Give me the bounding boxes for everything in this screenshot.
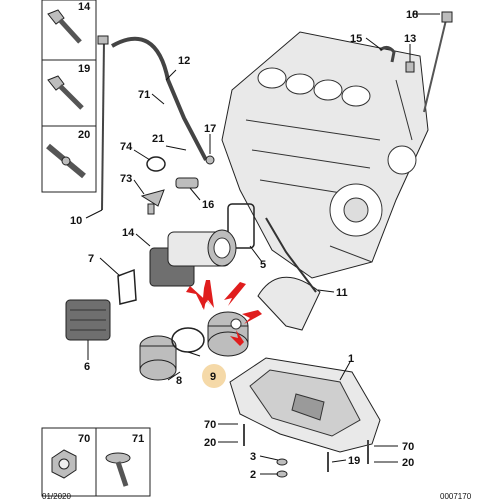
callout-2: 2 (250, 469, 256, 481)
callout-highlight (202, 364, 226, 388)
callout-8: 8 (176, 375, 182, 387)
footer-date: 01/2020 (42, 492, 71, 500)
callout-71: 71 (138, 89, 150, 101)
leader-lines (85, 13, 440, 475)
callout-74: 74 (120, 141, 133, 153)
fastener-legend-bottom: 70 71 (41, 427, 151, 497)
callout-20-left: 20 (204, 437, 216, 449)
gasket-7 (117, 268, 137, 305)
callout-3: 3 (250, 451, 256, 463)
callout-16: 16 (202, 199, 214, 211)
legend-label-19: 19 (78, 63, 90, 75)
funnel-73 (140, 189, 165, 215)
legend-label-71: 71 (132, 433, 144, 445)
screw-icon (47, 9, 82, 44)
callout-12: 12 (178, 55, 190, 67)
dipstick-long (423, 11, 453, 113)
filter-cap (207, 311, 249, 357)
sensor-16 (175, 177, 199, 189)
plug-13 (405, 61, 415, 73)
clip-15 (379, 45, 396, 63)
callout-13: 13 (404, 33, 416, 45)
dipstick-tube (97, 35, 208, 211)
callout-70-left: 70 (204, 419, 216, 431)
stud-icon (46, 143, 86, 179)
pan-bolts (243, 424, 369, 478)
highlight-arrows (186, 280, 262, 346)
oil-pan (229, 357, 381, 453)
bolt-icon (47, 75, 84, 110)
engine-block (221, 31, 429, 279)
callout-labels: 18 15 13 12 71 21 17 74 73 16 10 14 7 5 … (70, 9, 418, 481)
legend-label-70: 70 (78, 433, 90, 445)
callout-1: 1 (348, 353, 354, 365)
fastener-legend-top: 14 19 20 (41, 0, 97, 193)
filter-element-8 (139, 327, 205, 381)
callout-18: 18 (406, 9, 418, 21)
callout-19-bottom: 19 (348, 455, 360, 467)
nut-icon (51, 449, 77, 479)
cylinder-bores (257, 67, 371, 107)
callout-5: 5 (260, 259, 266, 271)
callout-11: 11 (336, 287, 348, 299)
callout-17: 17 (204, 123, 216, 135)
gasket-5 (227, 203, 255, 249)
callout-70-right: 70 (402, 441, 414, 453)
washer-17 (205, 155, 215, 165)
legend-label-14: 14 (78, 1, 91, 13)
footer-ref: 0007170 (440, 492, 472, 500)
callout-21: 21 (152, 133, 164, 145)
seal-ring-74 (146, 156, 166, 172)
oil-cooler-6 (65, 299, 111, 341)
legend-label-20: 20 (78, 129, 90, 141)
oil-filter-housing (149, 229, 237, 287)
callout-14-center: 14 (122, 227, 135, 239)
callout-73: 73 (120, 173, 132, 185)
callout-10: 10 (70, 215, 82, 227)
callout-6: 6 (84, 361, 90, 373)
callout-15: 15 (350, 33, 362, 45)
callout-7: 7 (88, 253, 94, 265)
flange-bolt-icon (105, 452, 131, 487)
callout-20-right: 20 (402, 457, 414, 469)
pickup-tube-11 (257, 276, 321, 331)
callout-9: 9 (210, 371, 216, 383)
